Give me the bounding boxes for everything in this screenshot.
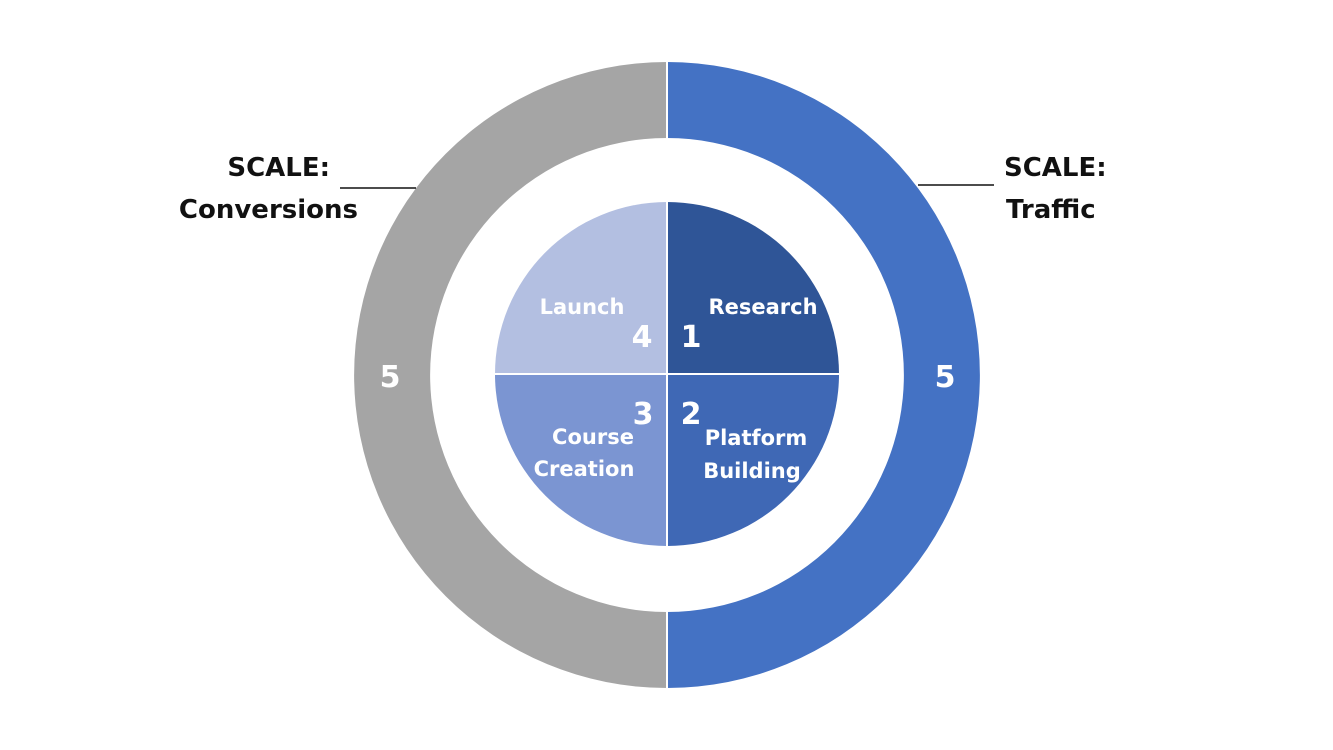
- ring-value-conversions: 5: [380, 360, 401, 395]
- ring-value-traffic: 5: [935, 360, 956, 395]
- quadrant-launch: [495, 202, 667, 374]
- quadrant-number-1: 1: [681, 320, 702, 355]
- quadrant-label-research: Research: [708, 295, 817, 319]
- label-conversions-line1: SCALE:: [227, 153, 330, 183]
- quadrant-course-creation: [495, 374, 667, 546]
- quadrant-label-platform: Platform: [705, 426, 808, 450]
- label-traffic-line1: SCALE:: [1004, 153, 1107, 183]
- quadrant-number-4: 4: [632, 320, 653, 355]
- quadrant-platform-building: [667, 374, 839, 546]
- ring-segment-traffic: [667, 62, 980, 688]
- label-conversions-line2: Conversions: [179, 195, 358, 225]
- quadrant-number-3: 3: [633, 397, 654, 432]
- quadrant-number-2: 2: [681, 397, 702, 432]
- quadrant-label-launch: Launch: [540, 295, 625, 319]
- quadrant-label-creation: Creation: [534, 457, 635, 481]
- quadrant-research: [667, 202, 839, 374]
- ring-segment-conversions: [354, 62, 667, 688]
- label-traffic-line2: Traffic: [1006, 195, 1096, 225]
- quadrant-label-building: Building: [703, 459, 801, 483]
- quadrant-label-course: Course: [552, 425, 634, 449]
